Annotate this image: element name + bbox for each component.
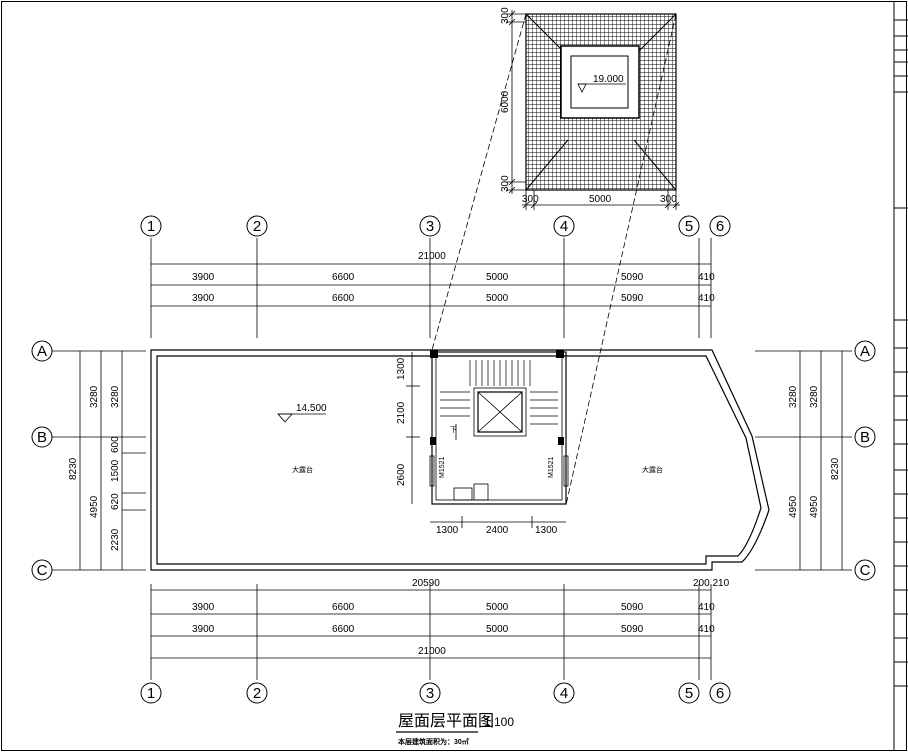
roof-level: 14.500 [296,403,327,414]
drawing-scale: 1:100 [484,715,514,729]
roof-outline [150,349,770,571]
inset-dim-v-1: 300 [500,7,511,24]
area-note: 本层建筑面积为：30㎡ [397,737,469,746]
stair-dim-v-2: 2100 [396,401,407,424]
right-dimension-lines [799,351,843,570]
right-inner-dim-1: 3280 [788,385,799,408]
bottom-dimension-lines [151,589,711,659]
top-dim-1: 3900 [192,272,215,283]
bottom-dim-3: 5000 [486,602,509,613]
axis-label-bottom-6: 6 [716,685,724,702]
stair-core [429,351,569,505]
axis-label-top-2: 2 [253,218,261,235]
bottom-dim-8: 5000 [486,624,509,635]
title-block [893,2,908,750]
axis-label-left-C: C [37,562,48,579]
axis-label-top-5: 5 [685,218,693,235]
level-top: 19.000 [593,74,624,85]
top-dim-10: 410 [698,293,715,304]
axis-label-top-3: 3 [426,218,434,235]
right-mid-dim-1: 3280 [809,385,820,408]
top-total-dim: 21000 [418,251,446,262]
bottom-dim-9: 5090 [621,624,644,635]
terrace-label-right: 大露台 [642,465,663,474]
right-mid-dim-2: 4950 [809,495,820,518]
stair-dim-v-3: 2600 [396,463,407,486]
axis-label-right-B: B [860,429,870,446]
axis-grid [52,238,852,680]
terrace-label-left: 大露台 [292,465,313,474]
top-dim-5: 410 [698,272,715,283]
bottom-dim-6: 3900 [192,624,215,635]
axis-label-left-A: A [37,343,47,360]
inset-dim-v-3: 300 [500,175,511,192]
axis-label-right-A: A [860,343,870,360]
stair-dimension-lines [406,352,566,528]
axis-label-top-4: 4 [560,218,568,235]
left-inner-dim-4: 620 [110,493,121,510]
axis-label-bottom-1: 1 [147,685,155,702]
axis-label-bottom-5: 5 [685,685,693,702]
inset-dim-v-2: 6000 [500,90,511,113]
left-outer-dim: 8230 [68,457,79,480]
stair-dim-v-1: 1300 [396,357,407,380]
bottom-extra-dim: 200 210 [693,578,730,589]
axis-label-bottom-3: 3 [426,685,434,702]
left-mid-dim-2: 4950 [89,495,100,518]
roof-level-marker [277,413,326,423]
left-inner-dim-3: 1500 [110,459,121,482]
stair-dim-h-1: 1300 [436,525,459,536]
axis-label-top-6: 6 [716,218,724,235]
door-label-left: M1521 [439,456,446,478]
inset-dim-h-3: 300 [660,194,677,205]
axis-label-top-1: 1 [147,218,155,235]
left-inner-dim-1: 3280 [110,385,121,408]
right-inner-dim-2: 4950 [788,495,799,518]
top-dim-3: 5000 [486,272,509,283]
bottom-total-dim: 21000 [418,646,446,657]
bottom-dim-10: 410 [698,624,715,635]
top-dim-4: 5090 [621,272,644,283]
left-mid-dim-1: 3280 [89,385,100,408]
top-dimension-lines [151,263,711,307]
top-dim-6: 3900 [192,293,215,304]
inset-dim-h-1: 300 [522,194,539,205]
bottom-dim-1: 3900 [192,602,215,613]
top-dim-2: 6600 [332,272,355,283]
axis-label-bottom-2: 2 [253,685,261,702]
bottom-dim-2: 6600 [332,602,355,613]
inset-roof-plan: 19.000 300 6000 300 300 5000 300 [431,7,680,506]
top-dim-7: 6600 [332,293,355,304]
right-outer-dim: 8230 [830,457,841,480]
left-dimension-lines [79,351,146,570]
axis-label-right-C: C [860,562,871,579]
inset-dim-h-2: 5000 [589,194,612,205]
bottom-dim-5: 410 [698,602,715,613]
drawing-title: 屋面层平面图 [398,711,494,730]
axis-label-left-B: B [37,429,47,446]
stair-dim-h-3: 1300 [535,525,558,536]
column-markers [430,350,564,445]
stair-down-label: 下 [450,426,457,434]
left-inner-dim-2: 600 [110,436,121,453]
stair-dim-h-2: 2400 [486,525,509,536]
bottom-dim-4: 5090 [621,602,644,613]
bottom-dim-7: 6600 [332,624,355,635]
bottom-overall-dim: 20590 [412,578,440,589]
left-inner-dim-5: 2230 [110,528,121,551]
top-dim-8: 5000 [486,293,509,304]
axis-label-bottom-4: 4 [560,685,568,702]
axis-bubbles [31,215,876,704]
top-dim-9: 5090 [621,293,644,304]
door-label-right: M1521 [548,456,555,478]
